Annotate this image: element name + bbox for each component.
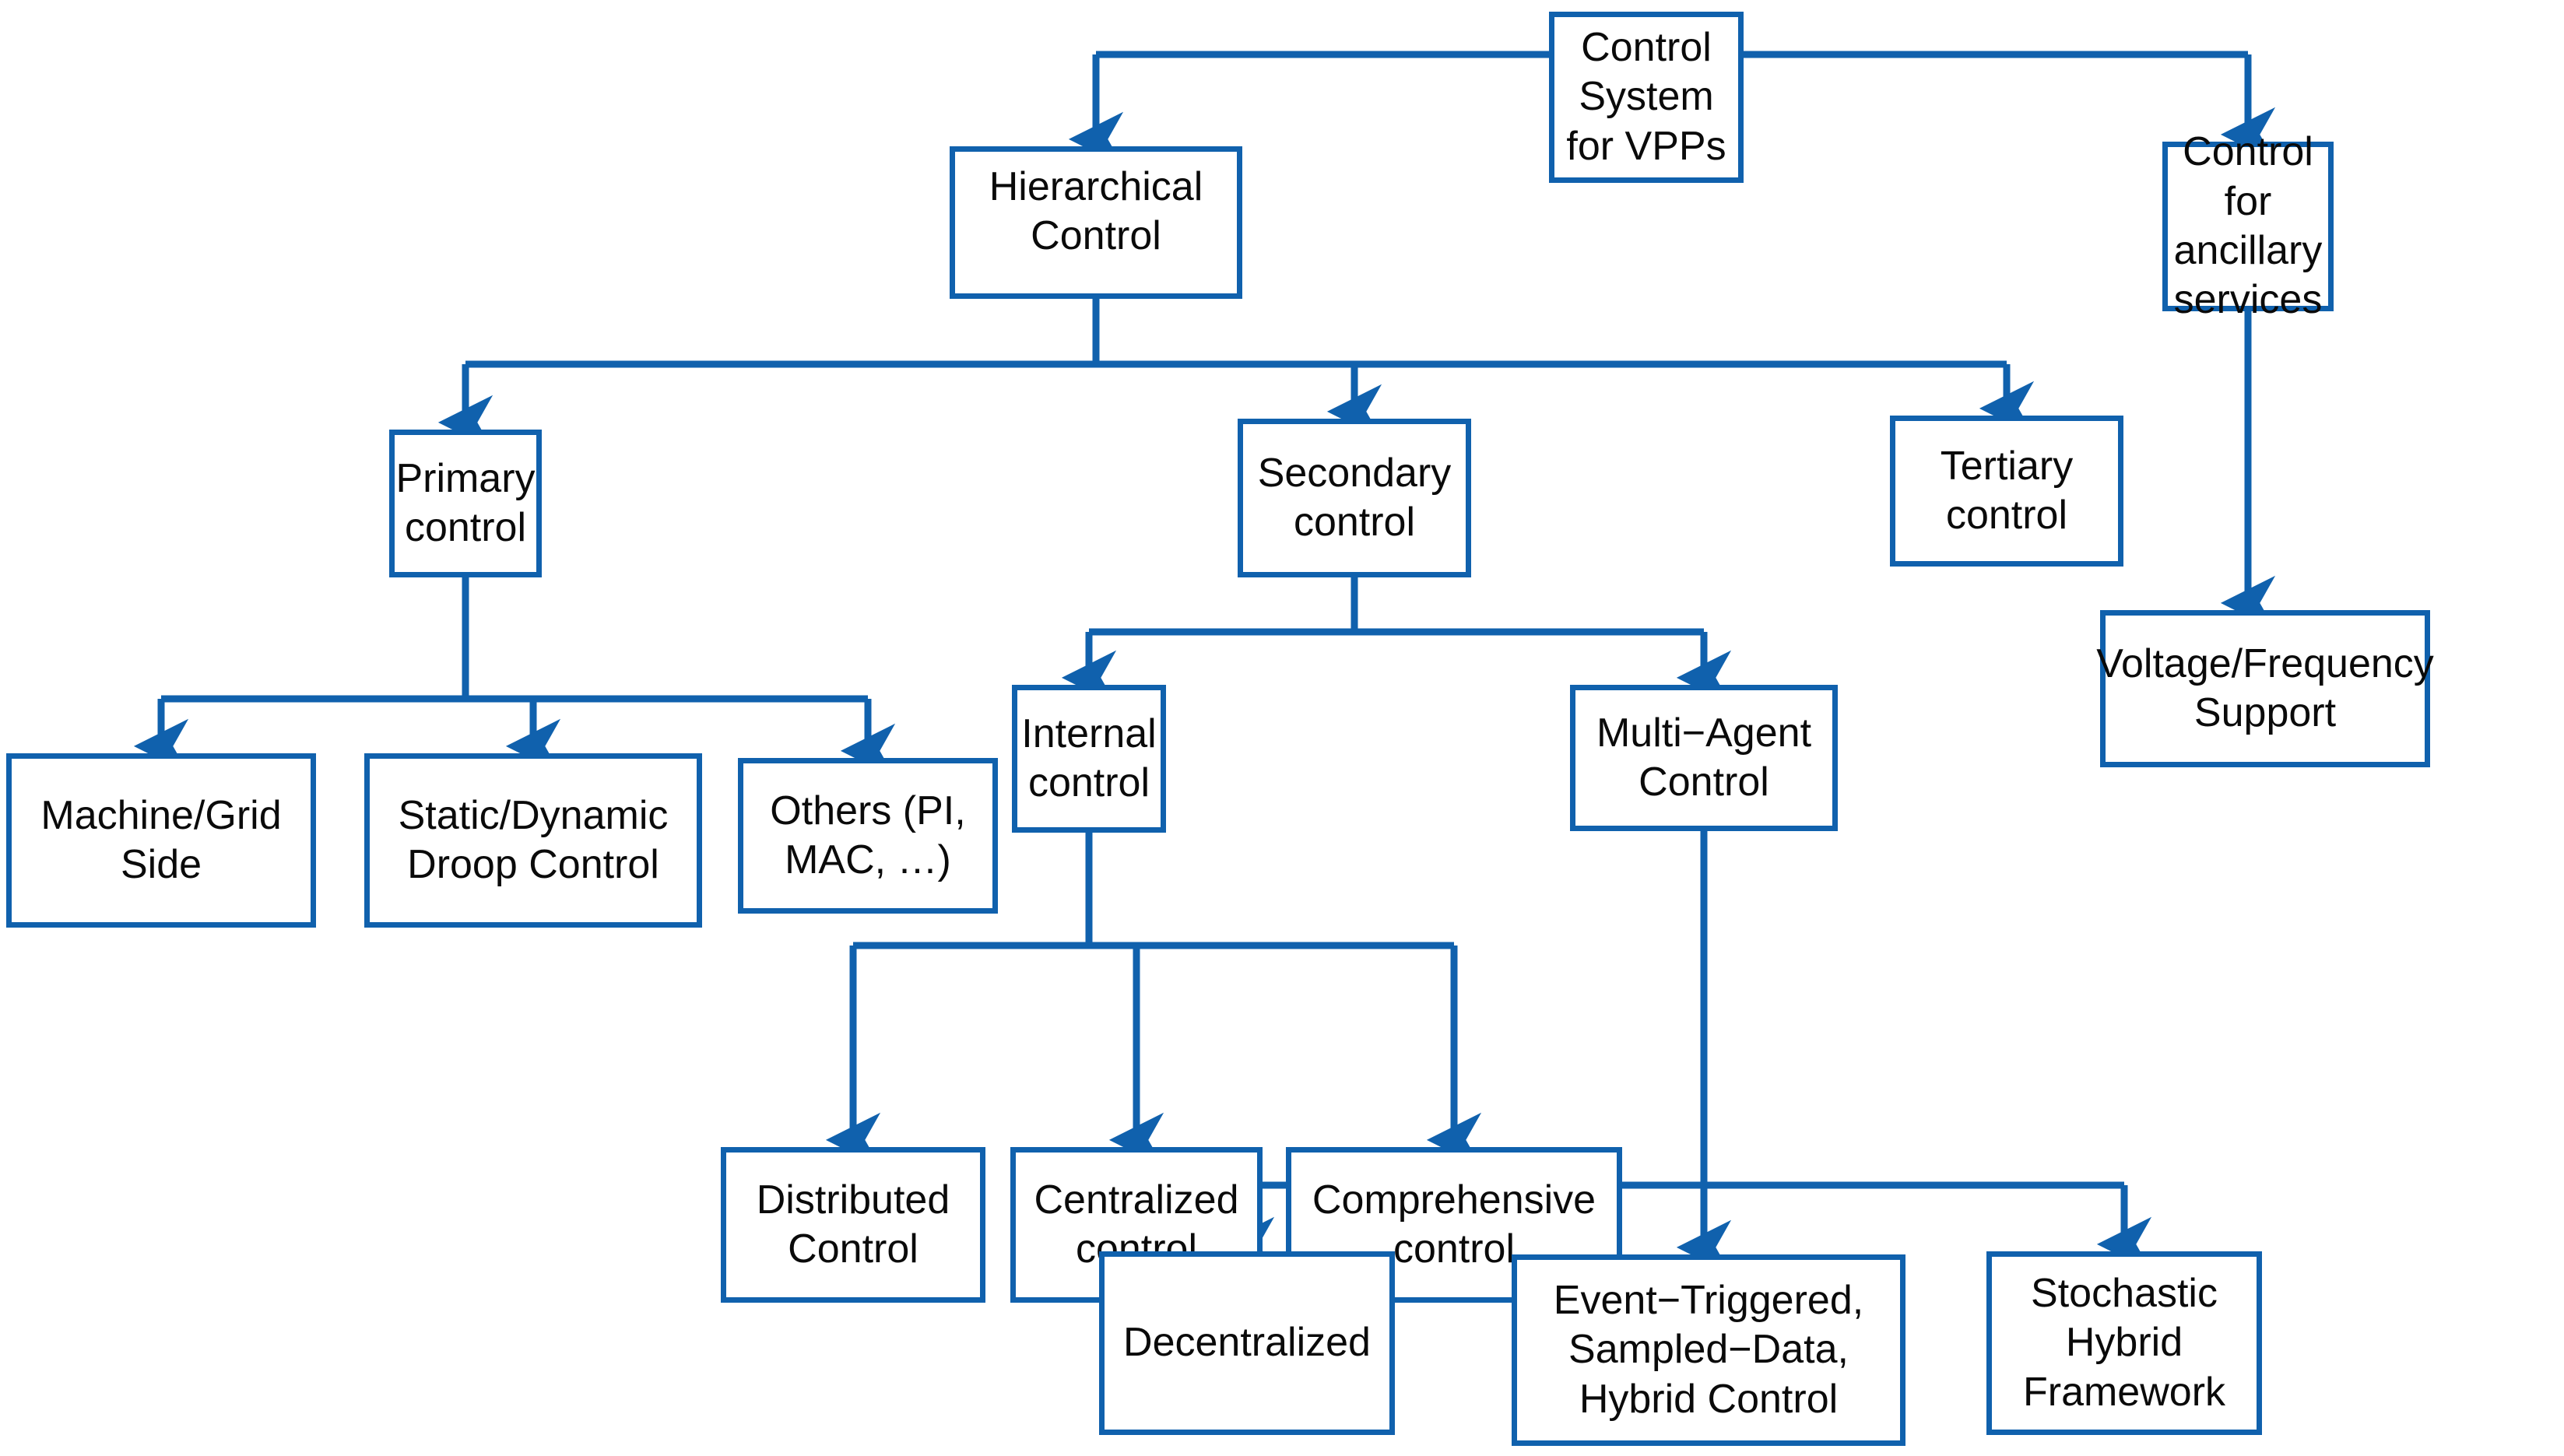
node-tertiary-control[interactable]: Tertiary control bbox=[1890, 416, 2123, 567]
node-event-triggered-sampled-data-hybrid-control[interactable]: Event−Triggered, Sampled−Data, Hybrid Co… bbox=[1512, 1254, 1905, 1446]
node-primary-control[interactable]: Primary control bbox=[389, 430, 542, 577]
node-distributed-control[interactable]: Distributed Control bbox=[721, 1147, 985, 1303]
node-internal-control[interactable]: Internal control bbox=[1012, 685, 1166, 833]
node-control-system-for-vpps[interactable]: Control System for VPPs bbox=[1549, 12, 1744, 183]
node-voltage-frequency-support[interactable]: Voltage/Frequency Support bbox=[2096, 610, 2434, 767]
node-multi-agent-control[interactable]: Multi−Agent Control bbox=[1570, 685, 1838, 831]
node-stochastic-hybrid-framework[interactable]: Stochastic Hybrid Framework bbox=[1986, 1251, 2262, 1435]
node-control-for-ancillary-services[interactable]: Control for ancillary services bbox=[2162, 129, 2334, 322]
node-machine-grid-side[interactable]: Machine/Grid Side bbox=[6, 753, 316, 928]
node-decentralized[interactable]: Decentralized bbox=[1099, 1251, 1395, 1435]
node-static-dynamic-droop-control[interactable]: Static/Dynamic Droop Control bbox=[364, 753, 702, 928]
node-others-pi-mac[interactable]: Others (PI, MAC, …) bbox=[738, 758, 998, 914]
node-secondary-control[interactable]: Secondary control bbox=[1238, 419, 1471, 577]
node-hierarchical-control[interactable]: Hierarchical Control bbox=[950, 146, 1242, 299]
